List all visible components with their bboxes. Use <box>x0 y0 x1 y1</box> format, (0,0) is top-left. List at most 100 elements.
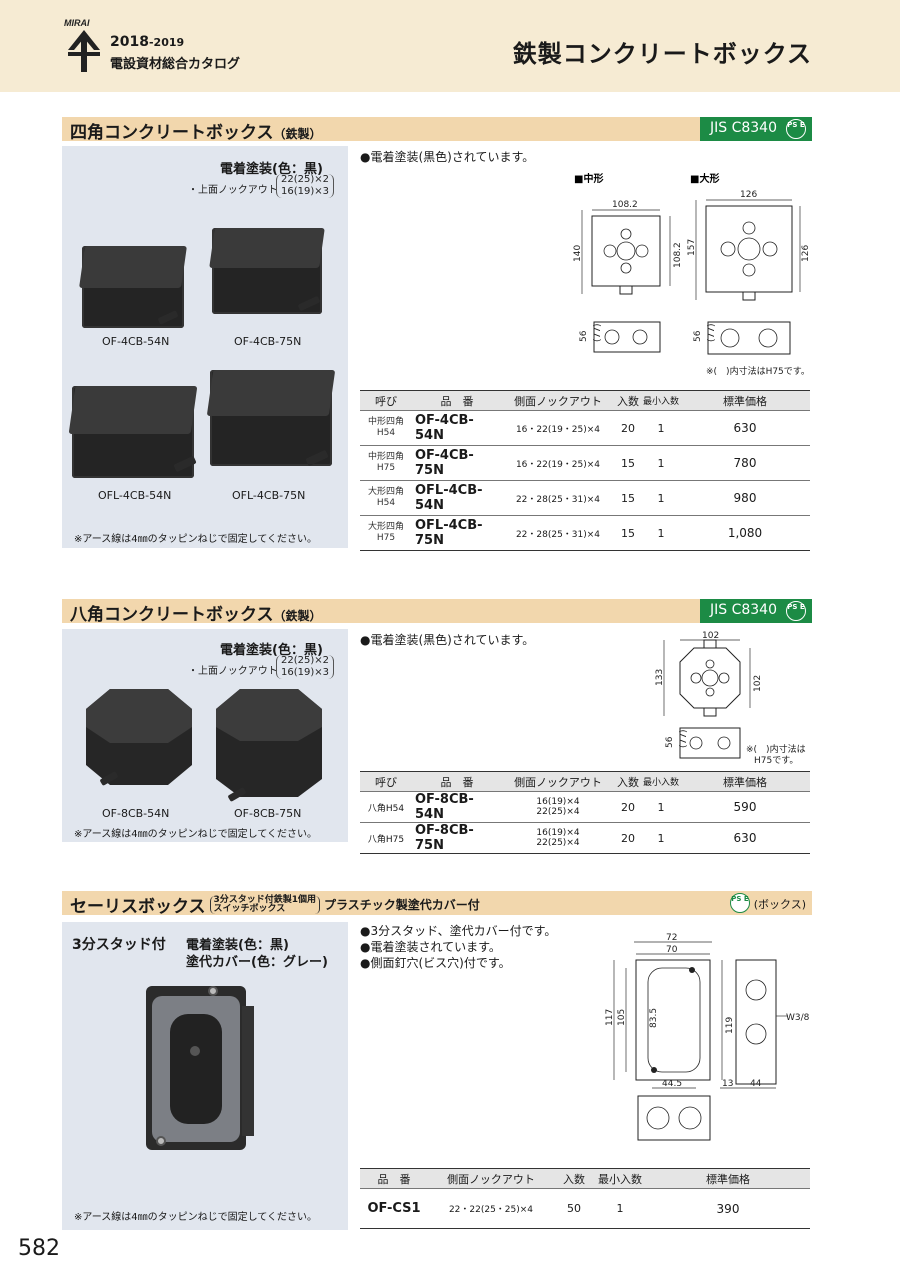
large-size-label: ■大形 <box>690 172 719 185</box>
knockout-label: ・上面ノックアウト <box>188 185 278 196</box>
seris-height-inner-dim: 105 <box>617 1009 627 1026</box>
seris-width-inner-dim: 70 <box>666 945 678 955</box>
earth-wire-note: ※アース線は4㎜のタッピンねじで固定してください。 <box>74 1212 318 1223</box>
large-height-dim: 157 <box>687 239 697 256</box>
table-header-row: 品 番 側面ノックアウト 入数 最小入数 標準価格 <box>360 1168 810 1189</box>
pse-mark-icon: PS E <box>730 893 750 913</box>
seris-width-outer-dim: 72 <box>666 933 677 943</box>
col-header: 呼び <box>360 771 412 792</box>
section-title: セーリスボックス 3分スタッド付鉄製1個用スイッチボックス プラスチック製塗代カ… <box>70 894 480 917</box>
large-depth-alt-dim: (77) <box>707 324 717 342</box>
col-header: 側面ノックアウト <box>502 771 614 792</box>
octagon-depth-alt-dim: (77) <box>679 730 689 748</box>
page-header <box>0 0 900 92</box>
mid-depth-alt-dim: (77) <box>593 324 603 342</box>
caption-ofl-4cb-75n: OFL-4CB-75N <box>232 489 306 502</box>
feature-bullet: ●3分スタッド、塗代カバー付です。 <box>360 924 557 938</box>
dimension-diagram-square: ■中形 ■大形 108.2 140 108.2 126 157 126 56 (… <box>573 172 810 377</box>
col-header: 入数 <box>614 771 642 792</box>
jis-badge: JIS C8340 PS E <box>700 117 812 141</box>
section-bar-square: 四角コンクリートボックス（鉄製） JIS C8340 PS E <box>62 117 812 143</box>
table-header-row: 呼び 品 番 側面ノックアウト 入数 最小入数 標準価格 <box>360 771 810 792</box>
octagon-inner-dim: 102 <box>753 675 763 692</box>
seris-side-height-dim: 119 <box>725 1017 735 1034</box>
dimension-diagram-seris: 72 70 117 105 83.5 119 W3/8 44.5 13 44 <box>605 933 810 1141</box>
col-header: 側面ノックアウト <box>428 1168 554 1189</box>
spec-table-seris: 品 番 側面ノックアウト 入数 最小入数 標準価格 OF-CS1 22・22(2… <box>360 1168 810 1229</box>
octagon-depth-dim: 56 <box>665 736 675 748</box>
jis-badge: JIS C8340 PS E <box>700 599 812 623</box>
coating-text: 電着塗装(色：黒) <box>220 162 323 177</box>
seris-bottom-width-dim: 44.5 <box>662 1079 682 1089</box>
pse-scope-label: (ボックス) <box>753 898 806 911</box>
dimension-diagram-octagon: 102 133 102 56 (77) ※( )内寸法は H75です。 <box>655 631 806 766</box>
cover-text: 塗代カバー(色：グレー) <box>186 955 328 970</box>
dimension-footnote: H75です。 <box>754 755 798 766</box>
catalog-name: 電設資材総合カタログ <box>110 57 241 72</box>
product-photo-of-8cb-54n <box>86 689 192 785</box>
seris-side-width1-dim: 13 <box>722 1079 733 1089</box>
catalog-year: 2018-2019 <box>110 34 185 50</box>
caption-of-4cb-54n: OF-4CB-54N <box>102 335 170 348</box>
page-title: 鉄製コンクリートボックス <box>512 40 812 68</box>
mirai-logo-icon: MIRAI <box>64 18 100 72</box>
col-header: 最小入数 <box>642 771 680 792</box>
feature-bullet: ●側面釘穴(ビス穴)付です。 <box>360 956 511 970</box>
stud-label: 3分スタッド付 <box>72 937 166 953</box>
col-header: 標準価格 <box>680 390 810 411</box>
feature-bullet: ●電着塗装(黒色)されています。 <box>360 150 535 164</box>
photo-panel-seris: 3分スタッド付 電着塗装(色：黒) 塗代カバー(色：グレー) ※アース線は4㎜の… <box>62 922 348 1230</box>
table-header-row: 呼び 品 番 側面ノックアウト 入数 最小入数 標準価格 <box>360 390 810 411</box>
seris-thread-dim: W3/8 <box>786 1013 810 1023</box>
col-header: 品 番 <box>360 1168 428 1189</box>
product-photo-of-4cb-75n <box>209 228 325 314</box>
seris-height-outer-dim: 117 <box>605 1009 615 1026</box>
octagon-width-dim: 102 <box>702 631 719 641</box>
mid-width-dim: 108.2 <box>612 200 638 210</box>
earth-wire-note: ※アース線は4㎜のタッピンねじで固定してください。 <box>74 829 318 840</box>
col-header: 品 番 <box>412 390 502 411</box>
col-header: 入数 <box>554 1168 594 1189</box>
large-inner-dim: 126 <box>801 245 810 262</box>
octagon-height-dim: 133 <box>655 669 665 686</box>
earth-wire-note: ※アース線は4㎜のタッピンねじで固定してください。 <box>74 534 318 545</box>
product-photo-of-cs1 <box>146 986 254 1150</box>
col-header: 品 番 <box>412 771 502 792</box>
mid-inner-dim: 108.2 <box>673 242 683 268</box>
col-header: 標準価格 <box>680 771 810 792</box>
col-header: 入数 <box>614 390 642 411</box>
feature-bullet: ●電着塗装されています。 <box>360 940 501 954</box>
brand-text: MIRAI <box>64 18 90 28</box>
large-width-dim: 126 <box>740 190 757 200</box>
seris-side-width2-dim: 44 <box>750 1079 762 1089</box>
caption-of-4cb-75n: OF-4CB-75N <box>234 335 302 348</box>
knockout-label: ・上面ノックアウト <box>188 666 278 677</box>
large-depth-dim: 56 <box>693 330 703 342</box>
spec-table-octagon: 呼び 品 番 側面ノックアウト 入数 最小入数 標準価格 八角H54 OF-8C… <box>360 771 810 854</box>
section-bar-octagon: 八角コンクリートボックス（鉄製） JIS C8340 PS E <box>62 599 812 625</box>
caption-of-8cb-54n: OF-8CB-54N <box>102 807 170 820</box>
product-photo-of-8cb-75n <box>216 689 322 797</box>
col-header: 側面ノックアウト <box>502 390 614 411</box>
caption-ofl-4cb-54n: OFL-4CB-54N <box>98 489 172 502</box>
dimension-footnote: ※( )内寸法は <box>746 743 806 755</box>
col-header: 最小入数 <box>594 1168 646 1189</box>
mid-height-dim: 140 <box>573 245 583 262</box>
col-header: 標準価格 <box>646 1168 810 1189</box>
pse-mark-icon: PS E <box>786 601 806 621</box>
section-bar-seris: セーリスボックス 3分スタッド付鉄製1個用スイッチボックス プラスチック製塗代カ… <box>62 891 812 917</box>
dimension-footnote: ※( )内寸法はH75です。 <box>706 365 810 377</box>
section-title: 八角コンクリートボックス（鉄製） <box>70 605 322 625</box>
coating-text: 電着塗装(色：黒) <box>186 938 289 953</box>
col-header: 最小入数 <box>642 390 680 411</box>
table-row: OF-CS1 22・22(25・25)×4 50 1 390 <box>360 1188 810 1229</box>
seris-hole-dim: 83.5 <box>649 1008 659 1028</box>
